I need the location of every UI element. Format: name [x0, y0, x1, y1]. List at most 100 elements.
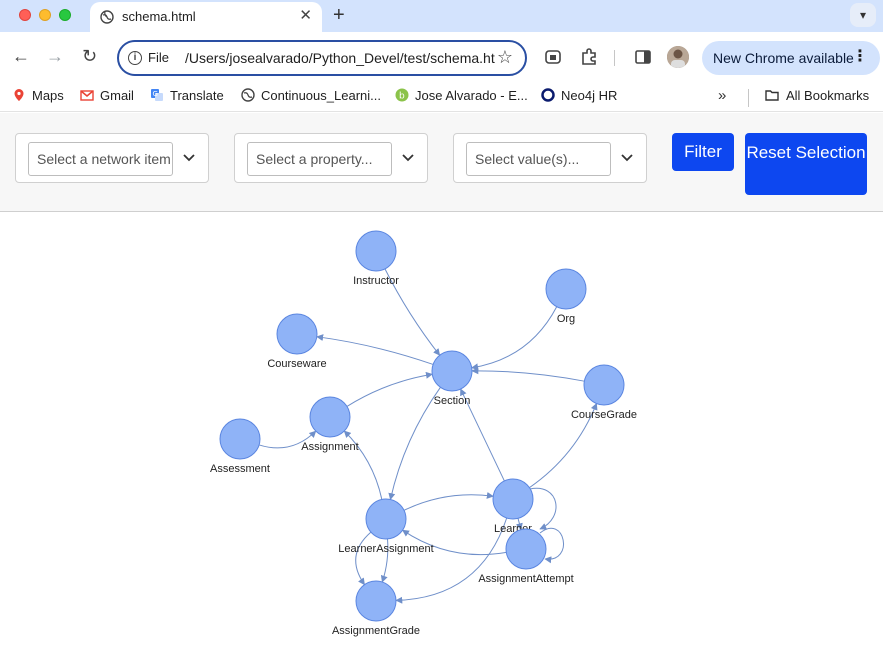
edge-learner-to-coursegrade-8[interactable]: [529, 402, 598, 489]
neo4j-ring-icon: [541, 88, 555, 102]
avatar-icon: [667, 46, 689, 68]
window-maximize-button[interactable]: [59, 9, 71, 21]
update-label: New Chrome available: [713, 50, 854, 66]
browser-tab-active[interactable]: schema.html ✕: [90, 2, 322, 32]
folder-icon: [765, 90, 779, 101]
edge-section-to-courseware-2[interactable]: [316, 334, 434, 365]
tab-close-icon[interactable]: ✕: [299, 7, 312, 24]
chevron-down-icon[interactable]: [620, 150, 634, 164]
url-text[interactable]: /Users/josealvarado/Python_Devel/test/sc…: [185, 50, 495, 66]
graph-node-assessment[interactable]: [219, 418, 261, 460]
edge-assignment-to-section-3[interactable]: [346, 371, 433, 407]
graph-node-org[interactable]: [545, 268, 587, 310]
chevron-down-icon[interactable]: [401, 150, 415, 164]
toolbar-divider: [614, 50, 615, 66]
map-pin-icon: [14, 89, 24, 101]
network-item-input[interactable]: Select a network item: [28, 142, 173, 176]
graph-node-label-courseware: Courseware: [267, 358, 326, 370]
graph-node-instructor[interactable]: [355, 230, 397, 272]
edge-learner-to-assignmentgrade-15[interactable]: [395, 517, 508, 604]
filter-button[interactable]: Filter: [672, 133, 734, 171]
globe-icon: [100, 10, 114, 24]
chevron-down-icon[interactable]: [182, 150, 196, 164]
edge-section-to-learnerassignment-6[interactable]: [388, 387, 441, 501]
reload-icon[interactable]: ↻: [82, 46, 98, 66]
network-graph[interactable]: InstructorOrgCoursewareSectionCourseGrad…: [0, 213, 883, 655]
graph-edges: [258, 268, 598, 604]
reset-selection-button[interactable]: Reset Selection: [745, 133, 867, 195]
bookmark-gmail[interactable]: Gmail: [80, 88, 134, 108]
graph-node-section[interactable]: [431, 350, 473, 392]
graph-node-label-assignmentgrade: AssignmentGrade: [332, 625, 420, 637]
property-select[interactable]: Select a property...: [234, 133, 428, 183]
bookmark-maps[interactable]: Maps: [12, 88, 64, 108]
bookmarks-bar: Maps Gmail G Translate Continuous_Learni…: [0, 84, 883, 112]
window-close-button[interactable]: [19, 9, 31, 21]
edge-assessment-to-assignment-5[interactable]: [258, 430, 317, 449]
edge-learnerassignment-to-assignment-9[interactable]: [343, 430, 383, 500]
property-input[interactable]: Select a property...: [247, 142, 392, 176]
edge-learner-self-loop[interactable]: [529, 487, 557, 530]
filter-bar: Select a network item Select a property.…: [0, 113, 883, 212]
graph-node-label-coursegrade: CourseGrade: [571, 409, 637, 421]
site-info-icon[interactable]: i: [128, 51, 142, 65]
graph-node-label-assignment: Assignment: [301, 441, 358, 453]
graph-node-label-learnerassignment: LearnerAssignment: [338, 543, 433, 555]
svg-text:b: b: [399, 92, 405, 102]
address-bar[interactable]: i File /Users/josealvarado/Python_Devel/…: [117, 40, 527, 76]
back-arrow-icon[interactable]: ←: [12, 46, 30, 66]
graph-node-assignmentattempt[interactable]: [505, 528, 547, 570]
graph-node-courseware[interactable]: [276, 313, 318, 355]
extension-icon[interactable]: [544, 48, 562, 66]
puzzle-icon[interactable]: [580, 48, 598, 66]
graph-node-label-assessment: Assessment: [210, 463, 270, 475]
profile-avatar[interactable]: [667, 46, 689, 68]
url-scheme: File: [148, 50, 169, 65]
bookmarks-divider: [748, 89, 749, 107]
all-bookmarks-button[interactable]: All Bookmarks: [764, 88, 869, 103]
new-tab-icon[interactable]: +: [333, 4, 345, 26]
network-item-select[interactable]: Select a network item: [15, 133, 209, 183]
graph-node-assignmentgrade[interactable]: [355, 580, 397, 622]
bookmark-continuous-learning[interactable]: Continuous_Learni...: [241, 88, 381, 108]
bookmark-jose-alvarado[interactable]: b Jose Alvarado - E...: [395, 88, 528, 108]
graph-node-learnerassignment[interactable]: [365, 498, 407, 540]
graph-node-label-assignmentattempt: AssignmentAttempt: [478, 573, 573, 585]
edge-learner-to-assignmentattempt-11[interactable]: [515, 518, 523, 531]
more-menu-icon[interactable]: ⋮: [852, 48, 868, 65]
forward-arrow-icon[interactable]: →: [46, 46, 64, 66]
browser-tab-strip: schema.html ✕ + ▾: [0, 0, 883, 32]
graph-node-assignment[interactable]: [309, 396, 351, 438]
tab-title: schema.html: [122, 9, 196, 24]
edge-assignmentattempt-self-loop[interactable]: [539, 527, 564, 564]
edge-org-to-section-1[interactable]: [471, 306, 558, 371]
edge-learnerassignment-to-assignmentgrade-14[interactable]: [380, 538, 389, 583]
graph-node-label-section: Section: [434, 395, 471, 407]
edge-learnerassignment-to-learner-10[interactable]: [403, 491, 494, 511]
graph-node-coursegrade[interactable]: [583, 364, 625, 406]
side-panel-icon[interactable]: [634, 48, 652, 66]
bookmark-neo4j-hr[interactable]: Neo4j HR: [541, 88, 617, 108]
bookmarks-overflow-chevron-icon[interactable]: »: [718, 87, 727, 104]
value-input[interactable]: Select value(s)...: [466, 142, 611, 176]
translate-icon: G: [151, 89, 163, 101]
edge-assignmentattempt-to-learnerassignment-12[interactable]: [402, 529, 507, 556]
bookmark-translate[interactable]: G Translate: [150, 88, 224, 108]
gmail-icon: [80, 90, 94, 101]
graph-nodes: InstructorOrgCoursewareSectionCourseGrad…: [210, 230, 637, 637]
window-minimize-button[interactable]: [39, 9, 51, 21]
edge-coursegrade-to-section-4[interactable]: [471, 367, 585, 382]
chrome-update-button[interactable]: New Chrome available ⋮: [702, 41, 880, 75]
tab-search-chevron-icon[interactable]: ▾: [850, 3, 876, 27]
graph-node-learner[interactable]: [492, 478, 534, 520]
value-select[interactable]: Select value(s)...: [453, 133, 647, 183]
svg-text:G: G: [153, 90, 158, 98]
edge-instructor-to-section-0[interactable]: [384, 268, 441, 356]
edge-learner-to-section-7[interactable]: [460, 388, 505, 482]
graph-node-label-org: Org: [557, 313, 575, 325]
graph-node-label-instructor: Instructor: [353, 275, 399, 287]
edge-learnerassignment-to-assignmentgrade-13[interactable]: [355, 531, 372, 586]
bookmark-star-icon[interactable]: ☆: [496, 47, 513, 67]
browser-toolbar: ← → ↻ i File /Users/josealvarado/Python_…: [0, 32, 883, 84]
